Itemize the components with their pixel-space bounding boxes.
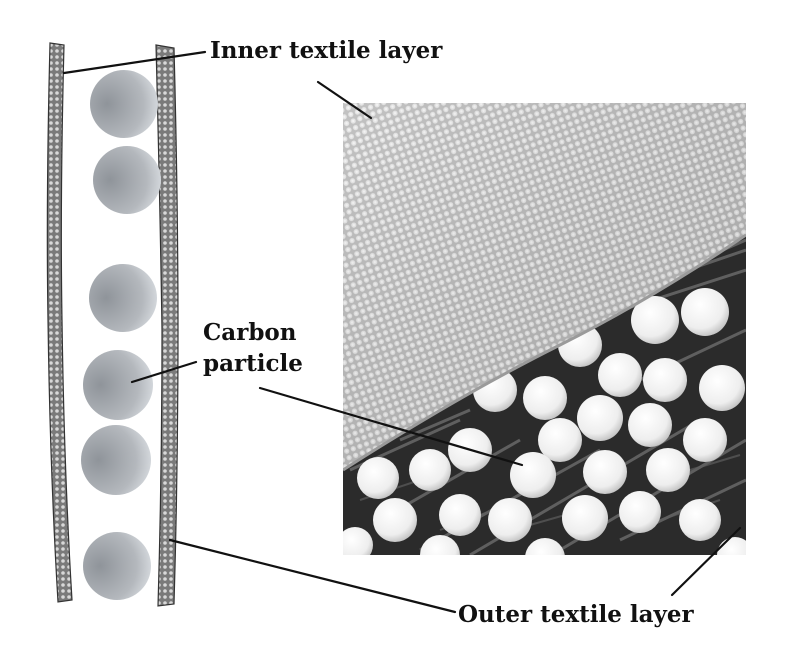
photo-sphere: [631, 296, 679, 344]
carbon-particles: [81, 70, 161, 600]
photo-sphere: [538, 418, 582, 462]
photo-sphere: [679, 499, 721, 541]
photo-sphere: [583, 450, 627, 494]
carbon-particle: [90, 70, 158, 138]
photo-sphere: [343, 527, 373, 555]
leader-lines: [62, 50, 742, 614]
leader-outer-to-strip: [168, 538, 457, 614]
label-particle: particle: [203, 350, 303, 377]
photo-sphere: [598, 353, 642, 397]
inner-textile-strip: [155, 44, 179, 607]
photo-sphere: [510, 452, 556, 498]
photo-inset: [343, 103, 746, 555]
photo-sphere: [439, 494, 481, 536]
carbon-particle: [89, 264, 157, 332]
photo-sphere: [488, 498, 532, 542]
photo-sphere: [717, 537, 746, 555]
photo-sphere: [577, 395, 623, 441]
carbon-particle: [93, 146, 161, 214]
photo-sphere: [699, 365, 745, 411]
label-inner-textile-layer: Inner textile layer: [210, 37, 443, 64]
outer-textile-strip: [46, 42, 73, 603]
label-outer-textile-layer: Outer textile layer: [458, 601, 694, 628]
leader-carbon-to-photo: [258, 386, 524, 467]
carbon-particle: [83, 350, 153, 420]
leader-inner-to-strip: [62, 50, 207, 75]
photo-sphere: [646, 448, 690, 492]
leader-carbon-to-particle: [130, 360, 198, 384]
leader-inner-to-photo: [316, 80, 373, 120]
photo-sphere: [643, 358, 687, 402]
photo-sphere: [409, 449, 451, 491]
photo-sphere: [373, 498, 417, 542]
photo-sphere: [420, 535, 460, 555]
photo-sphere: [523, 376, 567, 420]
photo-sphere: [357, 457, 399, 499]
leader-outer-to-photo: [670, 526, 742, 597]
photo-sphere: [681, 288, 729, 336]
photo-sphere: [619, 491, 661, 533]
photo-sphere: [683, 418, 727, 462]
carbon-particle: [83, 532, 151, 600]
photo-sphere: [628, 403, 672, 447]
cross-section: [46, 42, 179, 607]
photo-sphere: [525, 538, 565, 555]
photo-sphere: [562, 495, 608, 541]
label-carbon: Carbon: [203, 319, 297, 346]
carbon-particle: [81, 425, 151, 495]
